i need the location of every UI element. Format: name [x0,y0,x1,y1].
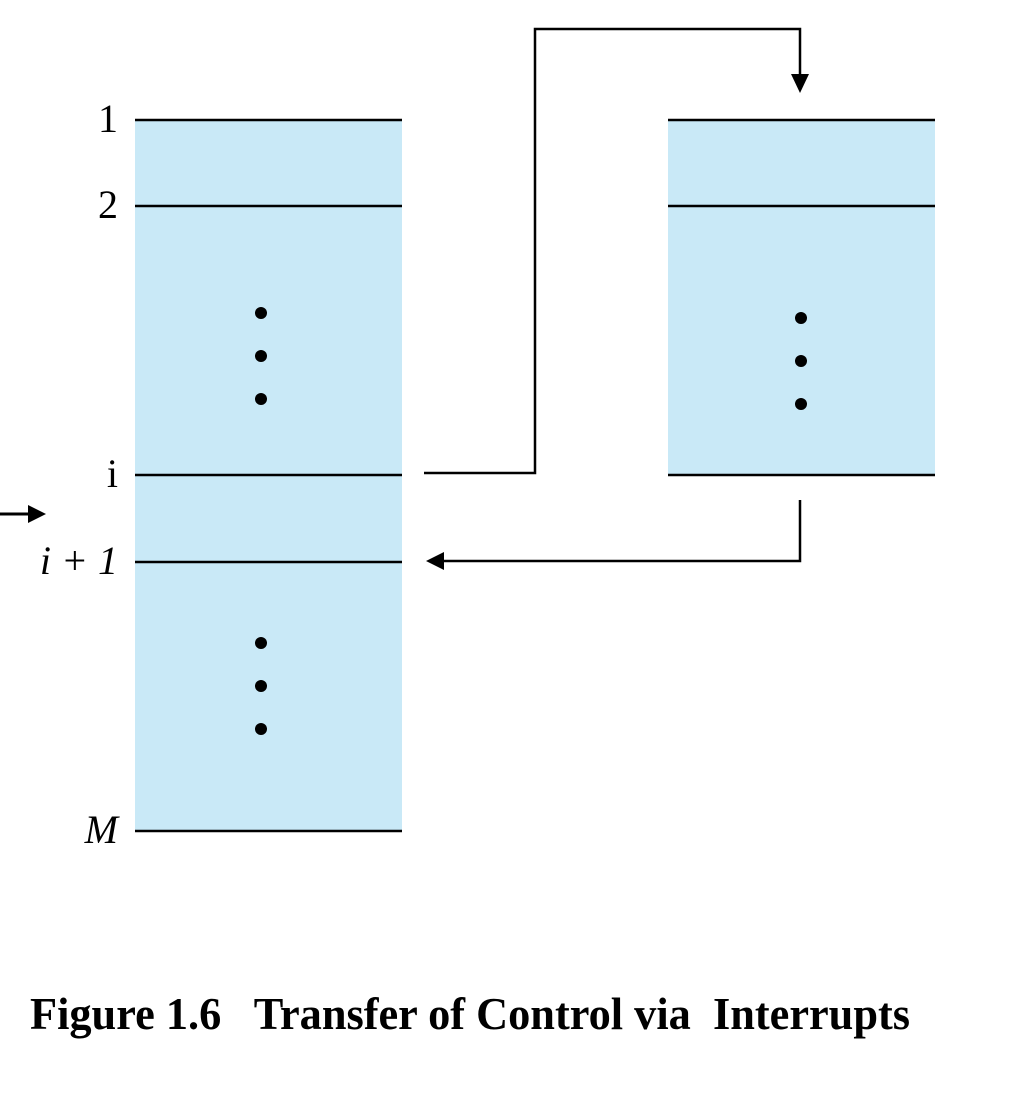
arrow-down-icon [791,74,809,93]
ellipsis-dot [255,307,267,319]
transfer-path-line [424,27,802,475]
arrow-left-icon [426,552,444,570]
label-row-m: M [84,807,121,852]
ellipsis-dot [795,355,807,367]
interrupt-arrow-head [28,505,46,523]
return-path-line [442,500,802,563]
transfer-to-handler-path [424,27,809,475]
ellipsis-dot [795,398,807,410]
ellipsis-dot [255,723,267,735]
transfer-arrow-head [791,74,809,93]
interrupt-handler-body [668,120,935,475]
ellipsis-dot [255,350,267,362]
ellipsis-dot [255,680,267,692]
vertical-ellipsis-icon [255,307,267,405]
label-row-i-plus-1: i + 1 [40,538,118,583]
ellipsis-dot [255,393,267,405]
label-row-1: 1 [98,96,118,141]
user-program-block [135,118,402,833]
ellipsis-dot [795,312,807,324]
vertical-ellipsis-icon [795,312,807,410]
figure-caption: Figure 1.6 Transfer of Control via Inter… [30,988,910,1039]
ellipsis-dot [255,637,267,649]
arrow-right-icon [0,505,46,523]
return-arrow-head [426,552,444,570]
label-row-2: 2 [98,182,118,227]
label-row-i: i [107,451,118,496]
return-to-program-path [426,500,802,570]
interrupt-handler-block [668,118,935,477]
vertical-ellipsis-icon [255,637,267,735]
